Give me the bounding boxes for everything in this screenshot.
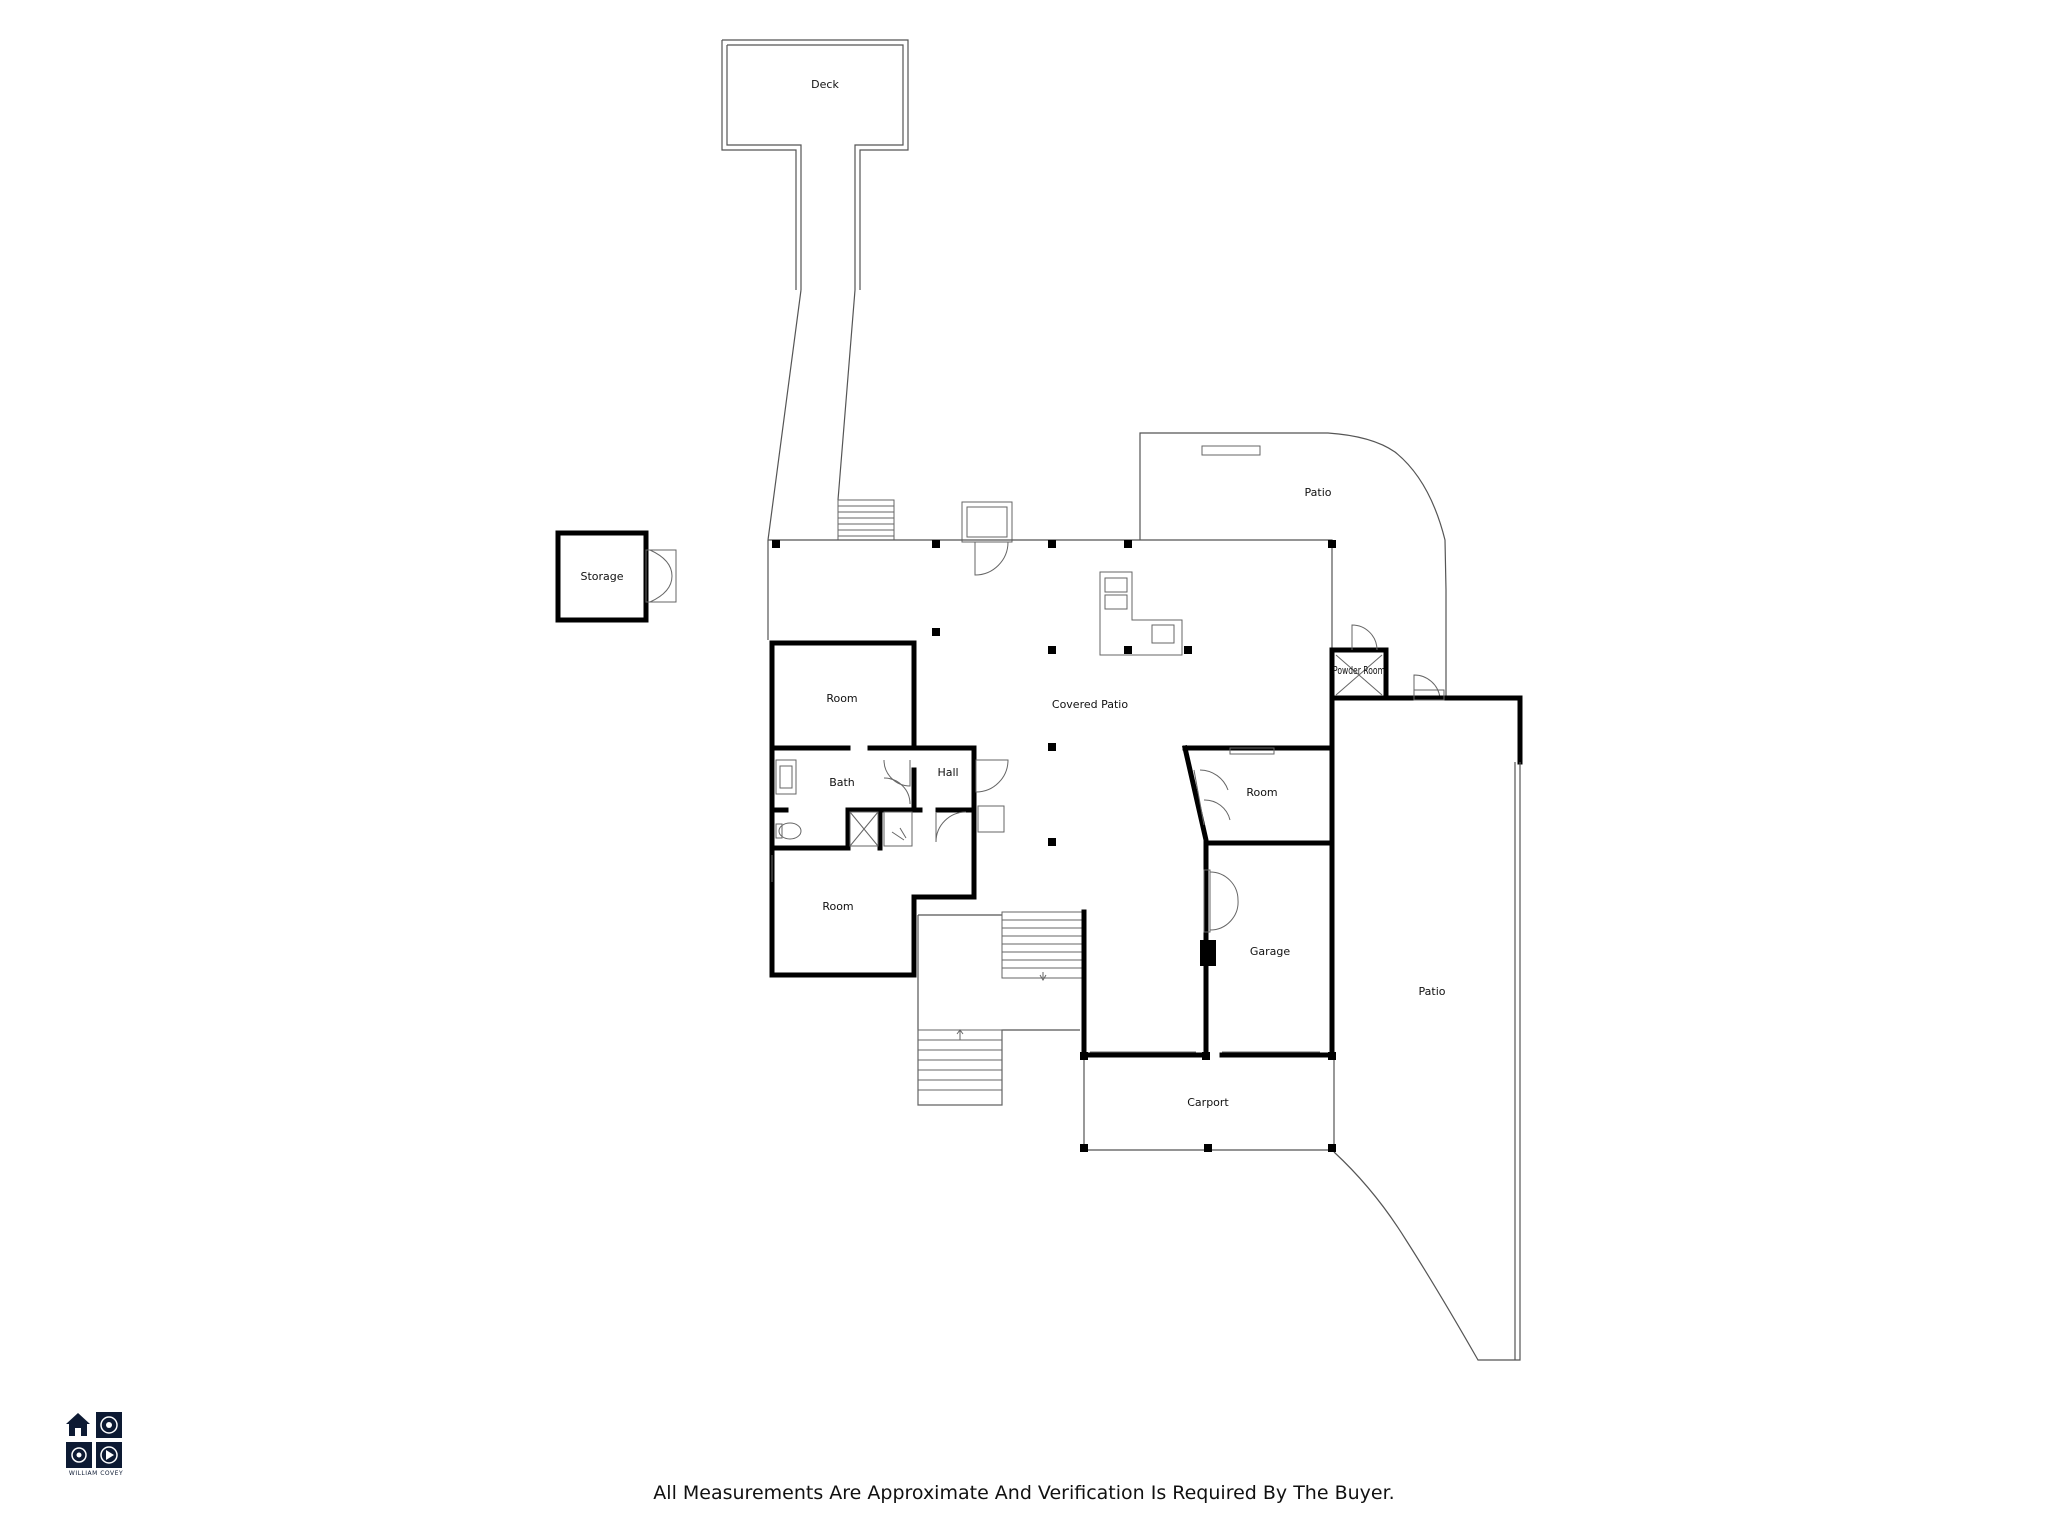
label-room-upper-left: Room — [826, 692, 857, 705]
label-bath: Bath — [829, 776, 855, 789]
label-room-right: Room — [1246, 786, 1277, 799]
label-storage: Storage — [580, 570, 623, 583]
kitchen-island — [1099, 571, 1183, 656]
storage-shed — [555, 530, 677, 623]
label-patio-right: Patio — [1419, 985, 1446, 998]
house-icon — [66, 1413, 90, 1436]
covered-patio-outline — [767, 539, 1333, 1106]
lens-icon — [66, 1442, 92, 1468]
patio-posts — [772, 540, 1336, 1152]
patio-right-outline — [1329, 689, 1523, 1361]
left-wing-doors — [771, 759, 1009, 882]
label-hall: Hall — [937, 766, 958, 779]
disclaimer-text: All Measurements Are Approximate And Ver… — [653, 1482, 1395, 1504]
powder-room — [1329, 624, 1441, 701]
top-steps — [837, 499, 895, 541]
deck-outline — [721, 39, 909, 541]
label-garage: Garage — [1250, 945, 1291, 958]
label-room-lower-left: Room — [822, 900, 853, 913]
patio-top-outline — [1139, 432, 1447, 698]
top-grill — [961, 501, 1013, 576]
brand-name: WILLIAM COVEY — [68, 1470, 124, 1477]
middle-stairs — [1001, 911, 1085, 981]
play-icon — [96, 1442, 122, 1468]
label-carport: Carport — [1187, 1096, 1229, 1109]
bath-fixtures — [775, 759, 913, 847]
left-wing-walls — [769, 640, 977, 978]
target-icon — [96, 1412, 122, 1438]
lower-stairs — [917, 1029, 1003, 1106]
label-powder-room: Powder Room — [1333, 664, 1385, 677]
brand-logo — [66, 1412, 122, 1468]
label-deck: Deck — [811, 78, 839, 91]
label-covered-patio: Covered Patio — [1052, 698, 1128, 711]
right-wing-fixtures — [1090, 747, 1320, 1053]
label-patio-top: Patio — [1305, 486, 1332, 499]
